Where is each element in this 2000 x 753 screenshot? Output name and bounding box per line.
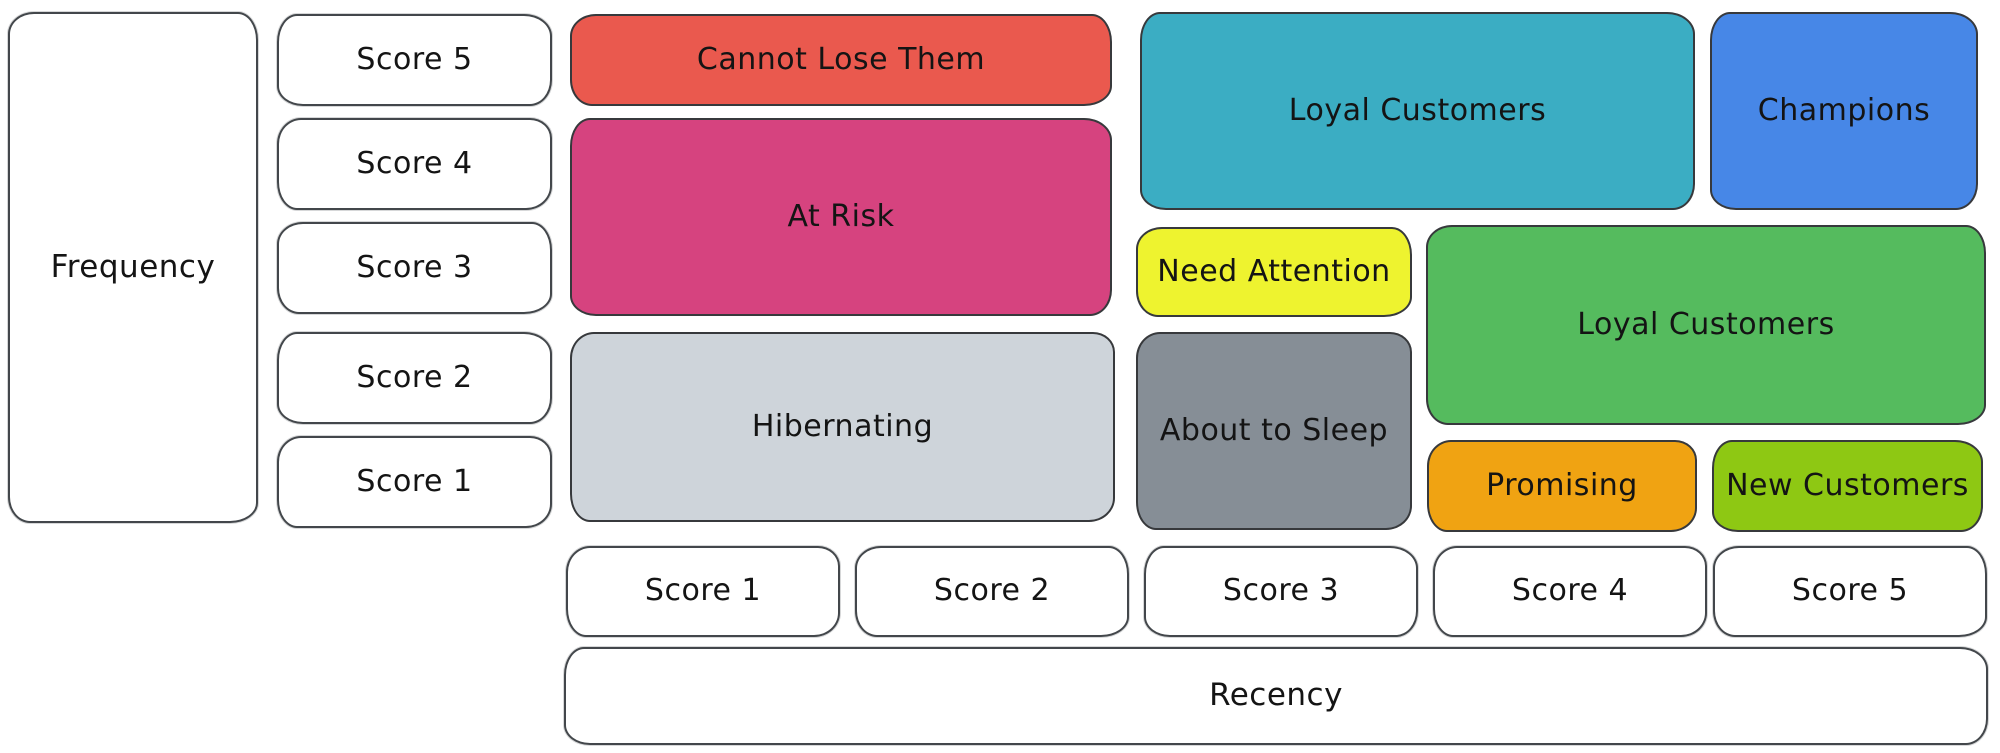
segment-hibernating: Hibernating [570, 332, 1115, 522]
segment-need-attention: Need Attention [1136, 227, 1412, 317]
frequency-score-1-label: Score 1 [356, 463, 473, 499]
segment-champions-label: Champions [1757, 92, 1931, 128]
segment-loyal-customers-top: Loyal Customers [1140, 12, 1695, 210]
recency-score-1-box: Score 1 [566, 546, 840, 637]
frequency-score-3-label: Score 3 [356, 249, 473, 285]
frequency-axis-label-box: Frequency [8, 12, 258, 523]
recency-score-1-label: Score 1 [644, 573, 762, 609]
segment-about-to-sleep-label: About to Sleep [1159, 412, 1389, 448]
segment-promising: Promising [1427, 440, 1697, 532]
segment-loyal-customers-top-label: Loyal Customers [1288, 92, 1547, 128]
segment-about-to-sleep: About to Sleep [1136, 332, 1412, 530]
recency-axis-label: Recency [1209, 677, 1343, 714]
frequency-score-4-box: Score 4 [277, 118, 552, 210]
frequency-score-1-box: Score 1 [277, 436, 552, 528]
segment-new-customers: New Customers [1712, 440, 1983, 532]
frequency-score-2-label: Score 2 [356, 359, 473, 395]
segment-loyal-customers-right: Loyal Customers [1426, 225, 1986, 425]
segment-loyal-customers-right-label: Loyal Customers [1577, 306, 1835, 342]
segment-at-risk-label: At Risk [787, 198, 895, 234]
segment-cannot-lose-them: Cannot Lose Them [570, 14, 1112, 106]
segment-promising-label: Promising [1486, 467, 1638, 503]
frequency-score-3-box: Score 3 [277, 222, 552, 314]
recency-score-4-box: Score 4 [1433, 546, 1707, 637]
recency-score-3-box: Score 3 [1144, 546, 1418, 637]
frequency-score-5-box: Score 5 [277, 14, 552, 106]
recency-axis-label-box: Recency [564, 647, 1988, 745]
recency-score-5-label: Score 5 [1791, 573, 1909, 609]
segment-new-customers-label: New Customers [1726, 467, 1969, 503]
recency-score-2-label: Score 2 [933, 573, 1051, 609]
frequency-score-5-label: Score 5 [356, 41, 473, 77]
recency-score-2-box: Score 2 [855, 546, 1129, 637]
recency-score-3-label: Score 3 [1222, 573, 1340, 609]
segment-champions: Champions [1710, 12, 1978, 210]
segment-hibernating-label: Hibernating [751, 408, 934, 444]
segment-need-attention-label: Need Attention [1157, 253, 1391, 289]
segment-cannot-lose-them-label: Cannot Lose Them [696, 41, 986, 77]
frequency-axis-label: Frequency [50, 248, 216, 285]
recency-score-4-label: Score 4 [1511, 573, 1629, 609]
recency-score-5-box: Score 5 [1713, 546, 1987, 637]
frequency-score-4-label: Score 4 [356, 145, 473, 181]
segment-at-risk: At Risk [570, 118, 1112, 316]
frequency-score-2-box: Score 2 [277, 332, 552, 424]
